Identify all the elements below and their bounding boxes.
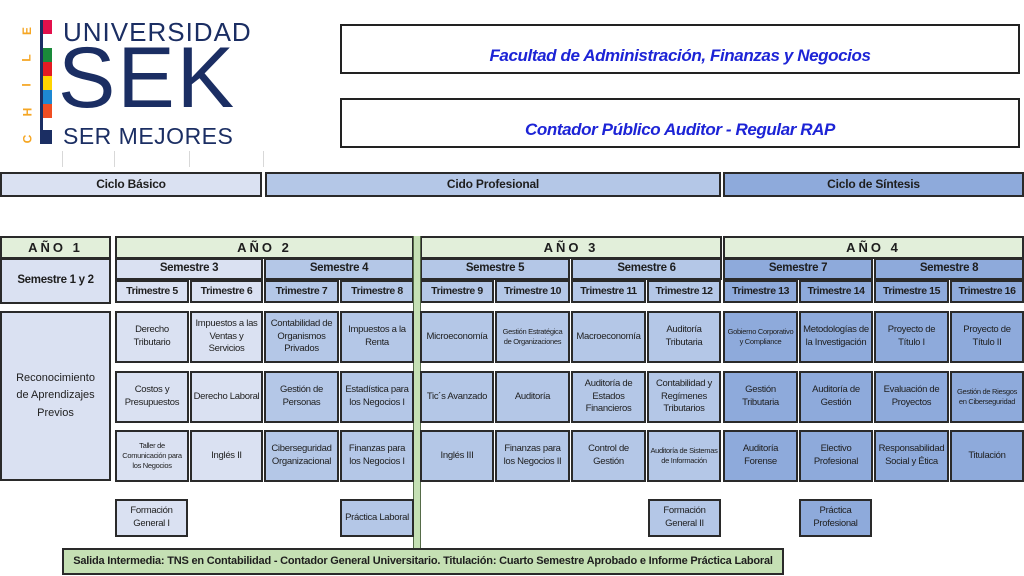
trimester-header: Trimestre 13 [723, 280, 798, 303]
course-cell: Inglés III [420, 430, 494, 482]
course-cell: Derecho Tributario [115, 311, 189, 363]
cycle-basic: Ciclo Básico [0, 172, 262, 197]
course-cell: Auditoría [495, 371, 570, 423]
course-cell: Microeconomía [420, 311, 494, 363]
course-cell: Finanzas para los Negocios I [340, 430, 414, 482]
logo-ser-mejores: SER MEJORES [63, 123, 234, 149]
grid-tick [263, 151, 264, 167]
course-cell: Contabilidad de Organismos Privados [264, 311, 339, 363]
intermediate-exit-note: Salida Intermedia: TNS en Contabilidad -… [62, 548, 784, 575]
logo-stripe-block [43, 104, 52, 118]
logo-stripe-block [43, 62, 52, 76]
logo-sek: SEK [58, 30, 237, 126]
course-cell: Macroeconomía [571, 311, 646, 363]
course-cell: Costos y Presupuestos [115, 371, 189, 423]
logo-stripe-block [43, 130, 52, 144]
trimester-header: Trimestre 12 [647, 280, 721, 303]
logo-stripe-block [43, 20, 52, 34]
course-cell: Impuestos a las Ventas y Servicios [190, 311, 263, 363]
semester-7: Semestre 7 [723, 258, 873, 280]
cycle-synthesis: Ciclo de Síntesis [723, 172, 1024, 197]
course-formacion-general-1: Formación General I [115, 499, 188, 537]
university-logo: E L I H C UNIVERSIDAD SEK SER MEJORES [18, 15, 268, 150]
course-formacion-general-2: Formación General II [648, 499, 721, 537]
year-2-header: AÑO 2 [115, 236, 414, 259]
course-cell: Control de Gestión [571, 430, 646, 482]
course-cell: Metodologías de la Investigación [799, 311, 873, 363]
logo-stripe-block [43, 118, 52, 130]
trimester-header: Trimestre 7 [264, 280, 339, 303]
semester-4: Semestre 4 [264, 258, 414, 280]
semester-8: Semestre 8 [874, 258, 1024, 280]
logo-stripe-block [43, 34, 52, 48]
course-cell: Inglés II [190, 430, 263, 482]
program-title: Contador Público Auditor - Regular RAP [340, 98, 1020, 148]
trimester-header: Trimestre 8 [340, 280, 414, 303]
rap-box: Reconocimiento de Aprendizajes Previos [0, 311, 111, 481]
trimester-header: Trimestre 14 [799, 280, 873, 303]
logo-country-label: E L I H C [19, 26, 34, 144]
course-cell: Derecho Laboral [190, 371, 263, 423]
course-cell: Auditoría de Estados Financieros [571, 371, 646, 423]
semester-5: Semestre 5 [420, 258, 570, 280]
course-cell: Gestión de Personas [264, 371, 339, 423]
trimester-header: Trimestre 6 [190, 280, 263, 303]
logo-stripe-block [43, 90, 52, 104]
grid-tick [62, 151, 63, 167]
course-cell: Auditoría de Sistemas de Información [647, 430, 721, 482]
course-cell: Gestión Tributaria [723, 371, 798, 423]
cycle-professional: Cido Profesional [265, 172, 721, 197]
course-cell: Impuestos a la Renta [340, 311, 414, 363]
course-cell: Tic´s Avanzado [420, 371, 494, 423]
course-cell: Auditoría de Gestión [799, 371, 873, 423]
grid-tick [189, 151, 190, 167]
logo-stripe-blocks [43, 20, 52, 144]
course-cell: Gestión de Riesgos en Ciberseguridad [950, 371, 1024, 423]
year-1-header: AÑO 1 [0, 236, 111, 259]
course-cell: Gestión Estratégica de Organizaciones [495, 311, 570, 363]
logo-stripe-block [43, 48, 52, 62]
trimester-header: Trimestre 11 [571, 280, 646, 303]
semester-1-2: Semestre 1 y 2 [0, 258, 111, 304]
course-cell: Taller de Comunicación para los Negocios [115, 430, 189, 482]
course-cell: Ciberseguridad Organizacional [264, 430, 339, 482]
course-cell: Contabilidad y Regímenes Tributarios [647, 371, 721, 423]
course-cell: Proyecto de Título II [950, 311, 1024, 363]
course-cell: Responsabilidad Social y Ética [874, 430, 949, 482]
course-cell: Gobierno Corporativo y Compliance [723, 311, 798, 363]
logo-universidad: UNIVERSIDAD [63, 17, 252, 47]
semester-6: Semestre 6 [571, 258, 722, 280]
trimester-header: Trimestre 16 [950, 280, 1024, 303]
trimester-header: Trimestre 5 [115, 280, 189, 303]
grid-tick [114, 151, 115, 167]
course-cell: Electivo Profesional [799, 430, 873, 482]
logo-color-stripe [40, 20, 43, 144]
year-4-header: AÑO 4 [723, 236, 1024, 259]
semester-3: Semestre 3 [115, 258, 263, 280]
course-cell: Auditoría Tributaria [647, 311, 721, 363]
course-cell: Proyecto de Título I [874, 311, 949, 363]
course-practica-profesional: Práctica Profesional [799, 499, 872, 537]
trimester-header: Trimestre 10 [495, 280, 570, 303]
trimester-header: Trimestre 9 [420, 280, 494, 303]
course-cell: Estadística para los Negocios I [340, 371, 414, 423]
course-practica-laboral: Práctica Laboral [340, 499, 414, 537]
course-cell: Titulación [950, 430, 1024, 482]
year-3-header: AÑO 3 [420, 236, 722, 259]
course-cell: Finanzas para los Negocios II [495, 430, 570, 482]
course-cell: Auditoría Forense [723, 430, 798, 482]
trimester-header: Trimestre 15 [874, 280, 949, 303]
faculty-title: Facultad de Administración, Finanzas y N… [340, 24, 1020, 74]
course-cell: Evaluación de Proyectos [874, 371, 949, 423]
logo-stripe-block [43, 76, 52, 90]
